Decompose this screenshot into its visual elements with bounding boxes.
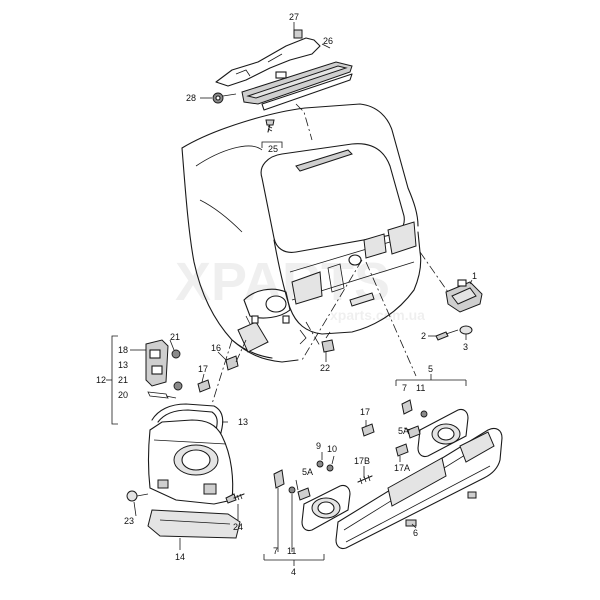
callout-5A-lower: 5A xyxy=(302,467,313,477)
plate-trim-assembly xyxy=(273,399,503,550)
assembly-lines xyxy=(211,103,449,405)
bulb-holder-28 xyxy=(212,92,237,104)
callout-6: 6 xyxy=(413,528,418,538)
body-clips xyxy=(197,331,335,393)
callout-16: 16 xyxy=(211,343,221,353)
leader-lines xyxy=(130,22,473,552)
callout-22: 22 xyxy=(320,363,330,373)
tail-light-assembly xyxy=(126,403,245,539)
callout-21-upper: 21 xyxy=(170,332,180,342)
callout-11-lower: 11 xyxy=(287,546,296,556)
callout-3: 3 xyxy=(463,342,468,352)
callout-5A-upper: 5A xyxy=(398,426,409,436)
screw-11a xyxy=(420,410,428,418)
callout-20: 20 xyxy=(118,390,128,400)
callout-7-lower: 7 xyxy=(273,546,278,556)
nut-9 xyxy=(316,460,324,468)
callout-10: 10 xyxy=(327,444,337,454)
clip-17A xyxy=(395,443,409,457)
nut-10 xyxy=(326,464,334,472)
nut-21b xyxy=(173,381,183,391)
callout-17-body: 17 xyxy=(198,364,208,374)
grouping-brackets xyxy=(106,141,467,566)
nut-21a xyxy=(171,349,181,359)
wiring-bracket-27 xyxy=(215,37,321,87)
brake-light-assembly xyxy=(212,29,353,133)
watermark-domain: xparts.com.ua xyxy=(330,307,425,323)
callout-12: 12 xyxy=(96,375,106,385)
vehicle-rear-body xyxy=(181,103,422,363)
bracket-18 xyxy=(145,339,169,387)
clip-16 xyxy=(225,355,239,371)
callout-11-upper: 11 xyxy=(416,383,425,393)
body-light-opening xyxy=(237,321,269,353)
callout-13-gasket: 13 xyxy=(238,417,248,427)
bulb-3 xyxy=(459,325,473,335)
hinge-bracket xyxy=(145,339,183,399)
callout-28: 28 xyxy=(186,93,196,103)
reflector-14 xyxy=(147,509,241,539)
callout-18: 18 xyxy=(118,345,128,355)
clip-17 xyxy=(197,379,211,393)
callout-17-plate: 17 xyxy=(360,407,370,417)
clip-17b xyxy=(361,423,375,437)
callout-4: 4 xyxy=(291,567,296,577)
callout-14: 14 xyxy=(175,552,185,562)
callout-24: 24 xyxy=(233,522,243,532)
bulb-holder-7b xyxy=(273,469,285,489)
callout-1: 1 xyxy=(472,271,477,281)
bulb-holder-7a xyxy=(401,399,413,415)
callout-17A: 17A xyxy=(394,463,410,473)
screw-2 xyxy=(435,331,449,341)
callout-7-upper: 7 xyxy=(402,383,407,393)
tailgate-latch xyxy=(435,279,483,341)
callout-13-bracket: 13 xyxy=(118,360,128,370)
screw-11b xyxy=(288,486,296,494)
callout-25: 25 xyxy=(268,144,278,154)
gasket-5Ab xyxy=(297,487,311,501)
callout-21-lower: 21 xyxy=(118,375,128,385)
callout-2: 2 xyxy=(421,331,426,341)
callout-26: 26 xyxy=(323,36,333,46)
gasket-5Aa xyxy=(407,425,421,439)
callout-5: 5 xyxy=(428,364,433,374)
screw-25 xyxy=(265,119,275,133)
callout-9: 9 xyxy=(316,441,321,451)
screw-24 xyxy=(225,493,245,504)
callout-27: 27 xyxy=(289,12,299,22)
callout-17B: 17B xyxy=(354,456,370,466)
clip-22 xyxy=(321,339,335,353)
screw-20 xyxy=(147,391,169,399)
callout-labels: 27 26 28 25 1 2 3 21 18 13 12 21 20 16 1… xyxy=(96,12,477,577)
bulb-23 xyxy=(126,490,149,502)
callout-23: 23 xyxy=(124,516,134,526)
